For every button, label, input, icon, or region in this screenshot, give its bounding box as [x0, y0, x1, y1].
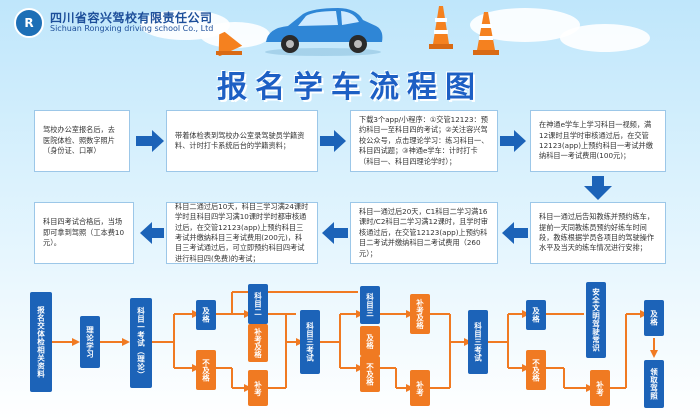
flow-s3-pass: 及格 — [360, 326, 380, 356]
flow-subject1-exam: 科目一考试（理论） — [130, 298, 152, 388]
step-1-box: 驾校办公室报名后，去医院体检、照数字照片（身份证、口罩） — [34, 110, 130, 172]
cloud-decoration — [560, 24, 650, 52]
school-name: 四川省容兴驾校有限责任公司 Sichuan Rongxing driving s… — [50, 11, 214, 34]
flow-subject2: 科目二 — [248, 284, 268, 324]
arrow-left-icon — [502, 222, 528, 244]
logo-icon: R — [14, 8, 44, 38]
step-3-text: 下载3个app/小程序：①交管12123：预约科目一至科目四的考试；②关注容兴驾… — [359, 114, 489, 166]
school-name-cn: 四川省容兴驾校有限责任公司 — [50, 11, 213, 25]
traffic-cone-icon — [473, 12, 499, 55]
flow-s3-retake: 补考 — [410, 370, 430, 406]
arrow-head-icon — [650, 350, 658, 358]
step-2-text: 带着体检表到驾校办公室录驾驶员学籍资料、计时打卡系统后台的学籍资料； — [175, 130, 305, 150]
page-title: 报名学车流程图 — [217, 70, 483, 105]
exam-flow-lines — [52, 291, 658, 392]
school-name-en: Sichuan Rongxing driving school Co., Ltd — [50, 24, 214, 34]
step-2-box: 带着体检表到驾校办公室录驾驶员学籍资料、计时打卡系统后台的学籍资料； — [166, 110, 318, 172]
flow-s2-retake-pass: 补考及格 — [248, 324, 268, 362]
flow-s4-retake: 补考 — [590, 370, 610, 406]
arrow-down-icon — [584, 176, 612, 200]
step-5-box: 科目一通过后告知教练并预约练车，提前一天同教练员预约好练车时间段，教练根据学员各… — [530, 202, 666, 264]
flow-s1-pass: 及格 — [196, 300, 216, 330]
flow-final-pass: 及格 — [644, 300, 664, 336]
step-4-box: 在神通e学车上学习科目一视频，满12课时且学时审核通过后，在交管12123(ap… — [530, 110, 666, 172]
arrow-right-icon — [320, 130, 346, 152]
step-1-text: 驾校办公室报名后，去医院体检、照数字照片（身份证、口罩） — [43, 125, 115, 156]
step-arrows — [136, 130, 612, 244]
flow-s2-retake: 补考 — [248, 370, 268, 406]
car-icon — [265, 8, 383, 56]
step-3-box: 下载3个app/小程序：①交管12123：预约科目一至科目四的考试；②关注容兴驾… — [350, 110, 498, 172]
arrow-head-icon — [122, 338, 130, 346]
flow-s3-retake-pass: 补考及格 — [410, 294, 430, 334]
flow-theory-study: 理论学习 — [80, 316, 100, 368]
traffic-cone-icon — [429, 6, 453, 49]
step-6-box: 科目一通过后20天，C1科目二学习满16课时/C2科目二学习满12课时，且学时审… — [350, 202, 498, 264]
step-5-text: 科目一通过后告知教练并预约练车，提前一天同教练员预约好练车时间段，教练根据学员各… — [539, 212, 655, 253]
flow-subject3-exam-a: 科目三考试 — [300, 310, 320, 374]
flow-get-license: 领取驾照 — [644, 360, 664, 408]
flow-s1-fail: 不及格 — [196, 350, 216, 390]
step-7-box: 科目二通过后10天，科目三学习满24课时学时且科目四学习满10课时学时都审核通过… — [166, 202, 318, 264]
flow-subject3: 科目三 — [360, 286, 380, 324]
step-8-text: 科目四考试合格后，当场即可拿到驾照（工本费10元）。 — [43, 217, 125, 248]
step-flow-panel: 驾校办公室报名后，去医院体检、照数字照片（身份证、口罩） 带着体检表到驾校办公室… — [0, 106, 700, 276]
exam-flow-panel: 报名交体检相关资料 理论学习 科目一考试（理论） 及格 不及格 科目二 补考及格… — [0, 280, 700, 420]
flow-subject3-exam-b: 科目三考试 — [468, 310, 488, 374]
flow-register: 报名交体检相关资料 — [30, 292, 52, 392]
flow-s4-pass: 及格 — [526, 300, 546, 330]
flow-safety-knowledge: 安全文明驾驶常识 — [586, 282, 606, 358]
arrow-right-icon — [500, 130, 526, 152]
flow-s3-fail: 不及格 — [360, 356, 380, 392]
step-6-text: 科目一通过后20天，C1科目二学习满16课时/C2科目二学习满12课时，且学时审… — [359, 206, 488, 258]
arrow-left-icon — [322, 222, 348, 244]
step-8-box: 科目四考试合格后，当场即可拿到驾照（工本费10元）。 — [34, 202, 134, 264]
header: R 四川省容兴驾校有限责任公司 Sichuan Rongxing driving… — [0, 0, 700, 62]
arrow-head-icon — [72, 338, 80, 346]
arrow-left-icon — [140, 222, 164, 244]
arrow-right-icon — [136, 130, 164, 152]
traffic-cone-icon — [216, 31, 243, 56]
school-logo: R 四川省容兴驾校有限责任公司 Sichuan Rongxing driving… — [14, 8, 213, 38]
step-7-text: 科目二通过后10天，科目三学习满24课时学时且科目四学习满10课时学时都审核通过… — [175, 201, 309, 263]
flow-s4-fail: 不及格 — [526, 350, 546, 390]
title-banner: 报名学车流程图 — [0, 64, 700, 105]
step-4-text: 在神通e学车上学习科目一视频，满12课时且学时审核通过后，在交管12123(ap… — [539, 120, 653, 161]
